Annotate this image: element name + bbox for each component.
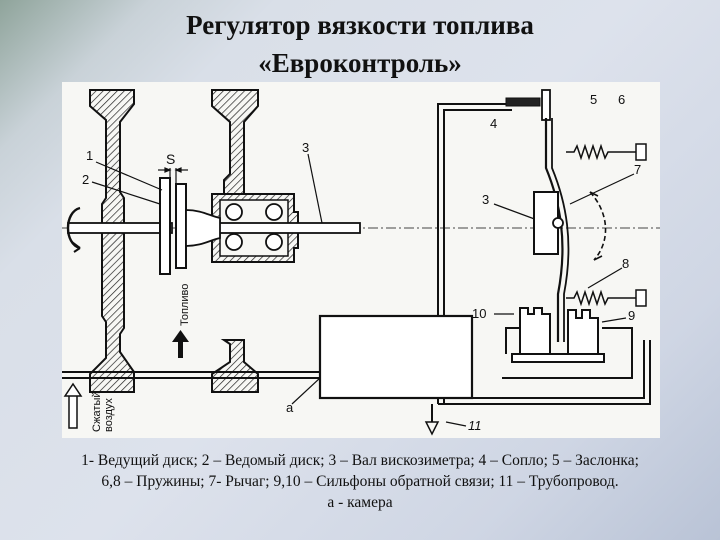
label-8: 8 (622, 256, 629, 271)
ball-bearing-4 (265, 233, 283, 251)
label-7: 7 (634, 162, 641, 177)
nozzle-pipe-left (437, 103, 512, 404)
caption-line-2: 6,8 – Пружины; 7- Рычаг; 9,10 – Сильфоны… (101, 473, 619, 490)
lever-contact-point (552, 217, 564, 229)
slide-title: Регулятор вязкости топлива «Евроконтроль… (0, 6, 720, 82)
compressed-air-arrow (63, 382, 83, 429)
viscosity-regulator-diagram: 1 2 S 3 4 5 6 7 3 8 10 9 а 11 Топливо Сж… (62, 82, 660, 438)
lever-swing-arrow-icon (589, 191, 607, 261)
label-11: 11 (468, 418, 482, 433)
ball-bearing-3 (225, 233, 243, 251)
spring-6 (566, 143, 636, 161)
caption-line-1: 1- Ведущий диск; 2 – Ведомый диск; 3 – В… (81, 452, 639, 469)
driving-disk (159, 177, 171, 275)
pipeline-11-inner (444, 340, 645, 399)
bellows-base (511, 353, 605, 363)
gap-dimension (158, 167, 188, 184)
label-2-fix: 2 (82, 172, 89, 187)
label-4: 4 (490, 116, 497, 131)
fuel-flow-arrow (172, 330, 189, 358)
nozzle-4 (505, 97, 541, 107)
chamber-a (318, 314, 474, 400)
label-1: 1 (86, 148, 93, 163)
label-10: 10 (472, 306, 486, 321)
feedback-bellows (511, 307, 605, 363)
label-s: S (166, 151, 175, 167)
label-3-lever: 3 (482, 192, 489, 207)
viscometer-shaft (211, 222, 361, 234)
schematic: 1 2 S 3 4 5 6 7 3 8 10 9 а 11 Топливо Сж… (62, 89, 660, 436)
driven-disk (175, 183, 187, 269)
housing-right-wall (211, 89, 259, 195)
ball-bearing-2 (265, 203, 283, 221)
ball-bearing-1 (225, 203, 243, 221)
leader-lines (91, 153, 635, 427)
bellows-feed-right (502, 327, 633, 379)
bellows-10 (519, 307, 551, 355)
legend-caption: 1- Ведущий диск; 2 – Ведомый диск; 3 – В… (20, 450, 700, 513)
pipeline-11 (438, 340, 651, 405)
control-mechanism (505, 89, 647, 342)
label-3-shaft: 3 (302, 140, 309, 155)
driving-shaft (67, 222, 173, 234)
title-line-2: «Евроконтроль» (258, 48, 462, 78)
nozzle-pipe-right (443, 109, 512, 404)
title-line-1: Регулятор вязкости топлива (186, 10, 534, 40)
label-air-line-2: воздух (103, 398, 115, 432)
label-air-line-1: Сжатый (91, 391, 103, 432)
spring-8 (566, 289, 636, 307)
label-a: а (286, 400, 294, 415)
diagram-labels: 1 2 S 3 4 5 6 7 3 8 10 9 а 11 Топливо Сж… (82, 92, 641, 433)
exhaust-arrow-icon (424, 421, 440, 436)
label-5: 5 (590, 92, 597, 107)
housing-right-lower-wall (211, 339, 259, 393)
shaft-assembly (62, 177, 660, 275)
label-9: 9 (628, 308, 635, 323)
driven-hub (185, 209, 221, 247)
label-6: 6 (618, 92, 625, 107)
housing-left-wall (89, 89, 135, 393)
caption-line-3: а - камера (327, 494, 393, 511)
label-fuel: Топливо (179, 284, 191, 326)
spring-6-anchor (635, 143, 647, 161)
bellows-9 (567, 309, 599, 355)
spring-8-anchor (635, 289, 647, 307)
air-piping (62, 103, 651, 422)
flapper-5 (541, 89, 551, 121)
